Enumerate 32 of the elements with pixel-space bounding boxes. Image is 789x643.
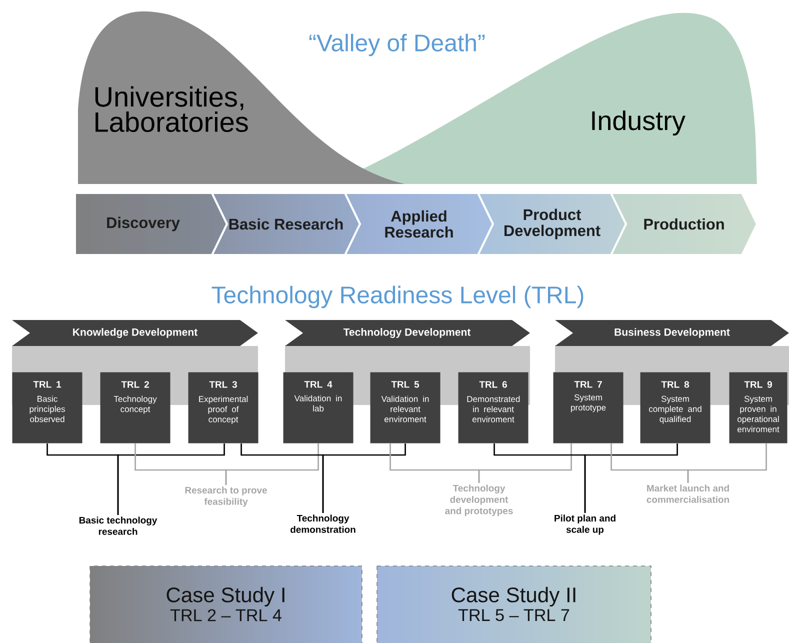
level-box: TRL 2 Technology concept — [100, 372, 170, 444]
stage-box: Applied Research — [343, 192, 494, 256]
stage-box: Product Development — [476, 192, 628, 256]
level-box: TRL 7 System prototype — [553, 372, 624, 444]
phase-banner: Knowledge Development — [12, 320, 258, 346]
bracket-label: Technology demonstration — [290, 514, 356, 533]
bracket-line — [322, 444, 406, 513]
stage-box: Discovery — [74, 192, 228, 256]
level-box: TRL 1 Basic principles observed — [12, 372, 82, 444]
stage-box: Production — [609, 192, 758, 256]
heading: Technology Readiness Level (TRL) — [212, 286, 584, 308]
level-box: TRL 3 Experimental proof of concept — [188, 372, 258, 444]
level-box: TRL 4 Validation in lab — [283, 372, 354, 444]
bracket-line — [117, 444, 225, 515]
bracket-label: Technology development and prototypes — [445, 484, 513, 516]
bracket-line — [687, 444, 767, 483]
case-study-box: Case Study II TRL 5 – TRL 7 — [376, 566, 652, 643]
bracket-label: Basic technology research — [79, 516, 158, 535]
phase-banner: Technology Development — [285, 320, 530, 346]
bracket-line — [225, 444, 319, 485]
bracket-label: Market launch and commercialisation — [646, 484, 729, 503]
level-box: TRL 8 System complete and qualified — [640, 372, 710, 444]
level-box: TRL 6 Demonstrated in relevant enviroment — [458, 372, 528, 444]
bracket-line — [584, 444, 678, 513]
bracket-label: Pilot plan and scale up — [554, 514, 616, 535]
stage-box: Basic Research — [210, 192, 362, 256]
case-study-box: Case Study I TRL 2 – TRL 4 — [90, 566, 362, 643]
level-box: TRL 5 Validation in relevant enviroment — [370, 372, 440, 444]
phase-banner: Business Development — [555, 320, 789, 346]
bracket-line — [478, 444, 572, 483]
bracket-label: Research to prove feasibility — [185, 486, 267, 507]
level-box: TRL 9 System proven in operational enviroment — [729, 372, 788, 444]
